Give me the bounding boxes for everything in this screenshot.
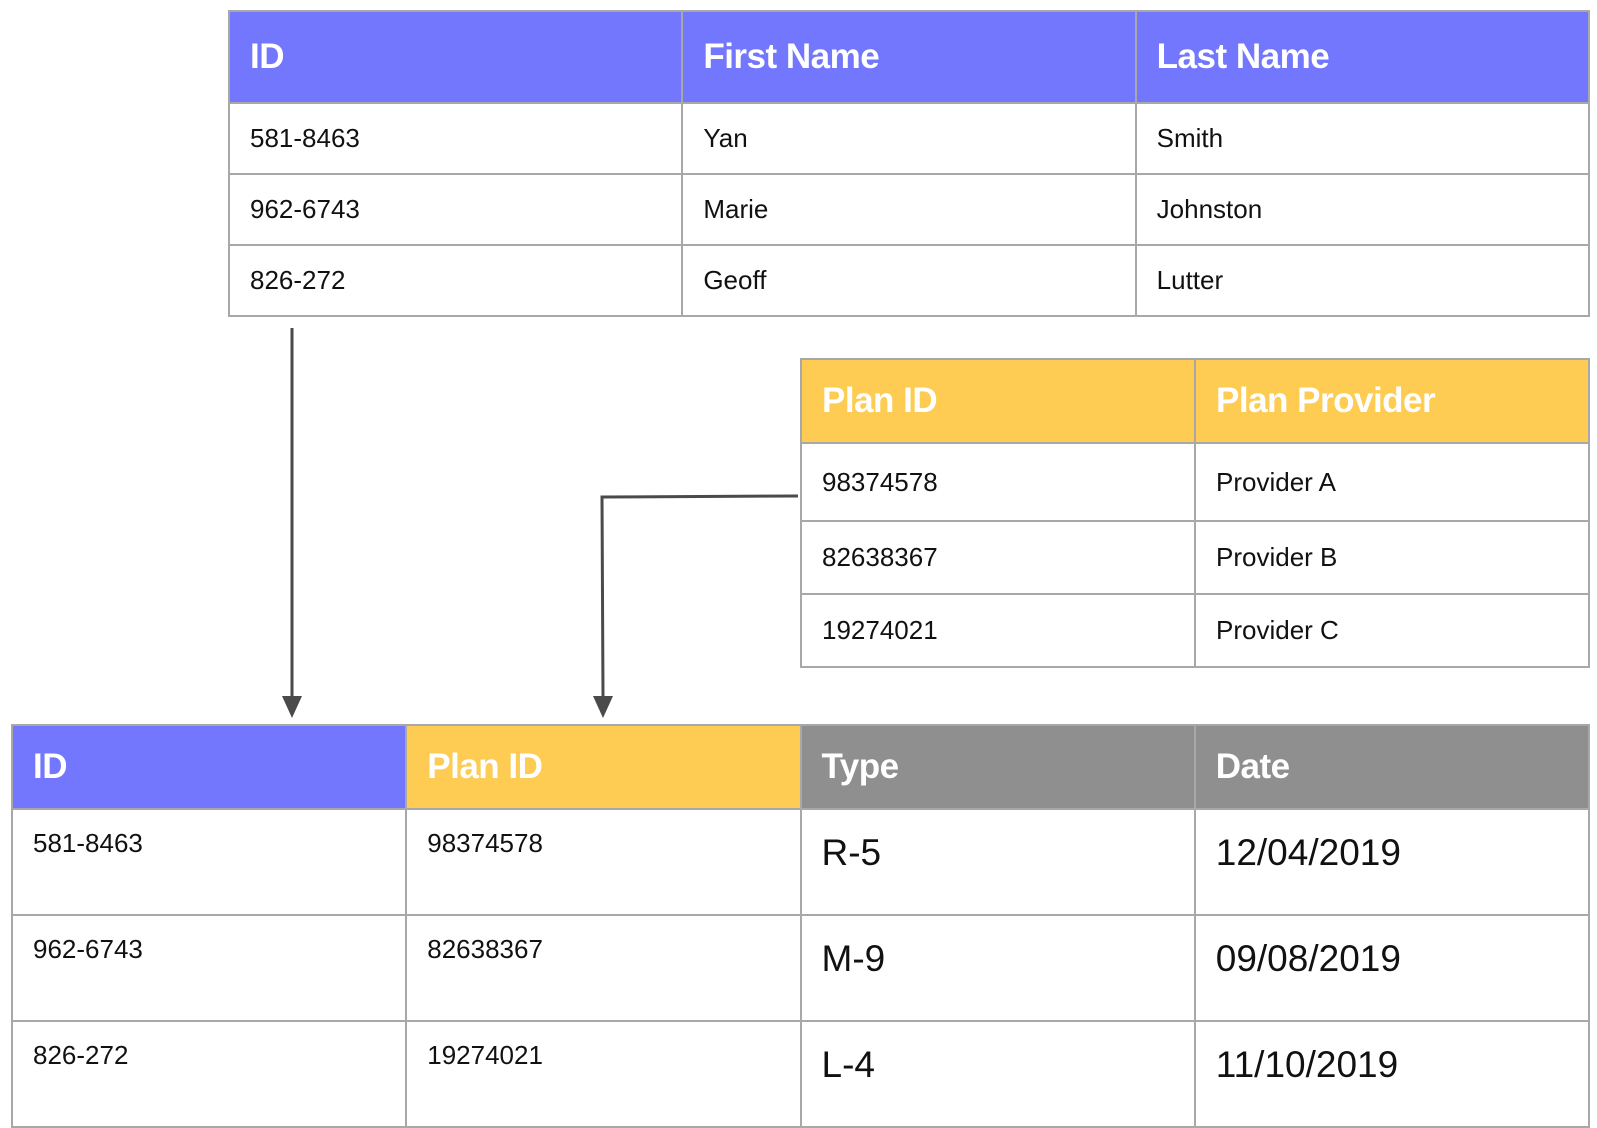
cell-plan-provider: Provider C xyxy=(1194,593,1590,668)
header-type: Type xyxy=(799,724,1196,810)
header-plan-provider: Plan Provider xyxy=(1194,358,1590,444)
cell-id: 962-6743 xyxy=(10,914,408,1022)
table-header-row: Plan ID Plan Provider xyxy=(800,358,1590,444)
cell-id: 581-8463 xyxy=(227,102,684,175)
cell-id: 962-6743 xyxy=(227,173,684,246)
table-row: 826-272 19274021 L-4 11/10/2019 xyxy=(10,1020,1591,1128)
arrow-down-icon xyxy=(282,328,302,718)
plans-table: Plan ID Plan Provider 98374578 Provider … xyxy=(800,358,1590,668)
cell-id: 826-272 xyxy=(10,1020,408,1128)
cell-plan-id: 98374578 xyxy=(800,442,1196,522)
cell-date: 11/10/2019 xyxy=(1193,1020,1591,1128)
cell-first-name: Marie xyxy=(681,173,1137,246)
table-row: 581-8463 98374578 R-5 12/04/2019 xyxy=(10,808,1591,916)
table-row: 98374578 Provider A xyxy=(800,442,1590,522)
cell-type: R-5 xyxy=(799,808,1196,916)
cell-plan-id: 82638367 xyxy=(405,914,802,1022)
cell-date: 09/08/2019 xyxy=(1193,914,1591,1022)
cell-first-name: Geoff xyxy=(681,244,1137,317)
header-date: Date xyxy=(1193,724,1591,810)
table-row: 962-6743 82638367 M-9 09/08/2019 xyxy=(10,914,1591,1022)
table-row: 962-6743 Marie Johnston xyxy=(227,173,1591,246)
cell-plan-id: 98374578 xyxy=(405,808,802,916)
cell-type: L-4 xyxy=(799,1020,1196,1128)
header-id: ID xyxy=(10,724,408,810)
table-row: 581-8463 Yan Smith xyxy=(227,102,1591,175)
header-plan-id: Plan ID xyxy=(800,358,1196,444)
cell-id: 826-272 xyxy=(227,244,684,317)
table-header-row: ID First Name Last Name xyxy=(227,10,1591,104)
table-header-row: ID Plan ID Type Date xyxy=(10,724,1591,810)
cell-last-name: Johnston xyxy=(1134,173,1591,246)
header-id: ID xyxy=(227,10,684,104)
cell-plan-id: 19274021 xyxy=(405,1020,802,1128)
cell-date: 12/04/2019 xyxy=(1193,808,1591,916)
cell-plan-provider: Provider B xyxy=(1194,520,1590,595)
header-last-name: Last Name xyxy=(1134,10,1591,104)
arrow-down-icon xyxy=(593,494,799,718)
cell-first-name: Yan xyxy=(681,102,1137,175)
header-first-name: First Name xyxy=(681,10,1137,104)
cell-last-name: Lutter xyxy=(1134,244,1591,317)
table-row: 826-272 Geoff Lutter xyxy=(227,244,1591,317)
table-row: 19274021 Provider C xyxy=(800,593,1590,668)
cell-last-name: Smith xyxy=(1134,102,1591,175)
cell-plan-id: 82638367 xyxy=(800,520,1196,595)
cell-plan-id: 19274021 xyxy=(800,593,1196,668)
table-row: 82638367 Provider B xyxy=(800,520,1590,595)
cell-plan-provider: Provider A xyxy=(1194,442,1590,522)
customers-table: ID First Name Last Name 581-8463 Yan Smi… xyxy=(227,10,1591,317)
cell-type: M-9 xyxy=(799,914,1196,1022)
cell-id: 581-8463 xyxy=(10,808,408,916)
enrollments-table: ID Plan ID Type Date 581-8463 98374578 R… xyxy=(10,724,1591,1128)
header-plan-id: Plan ID xyxy=(405,724,802,810)
